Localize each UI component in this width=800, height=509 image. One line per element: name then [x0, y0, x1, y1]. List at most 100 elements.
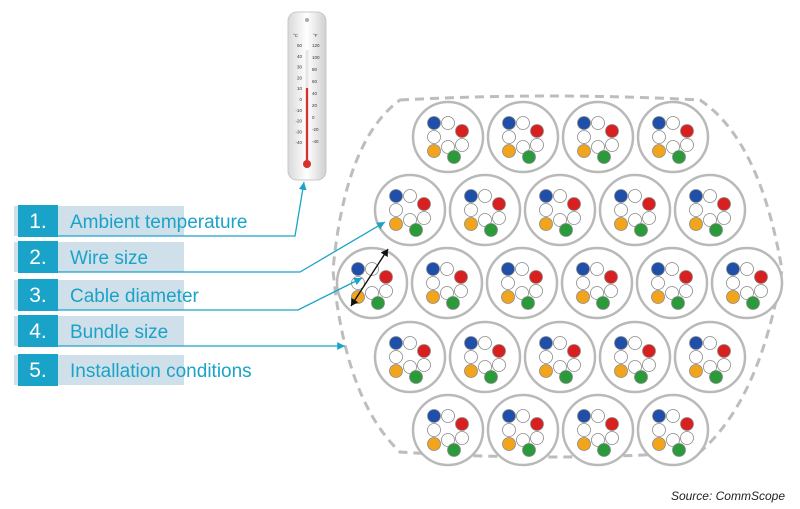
- wire-conductor: [447, 150, 461, 164]
- wire-conductor: [478, 189, 492, 203]
- wire-conductor: [576, 276, 590, 290]
- fahrenheit-unit: °F: [313, 33, 318, 38]
- wire-conductor: [516, 409, 530, 423]
- wire-conductor: [389, 350, 403, 364]
- wire-conductor: [605, 138, 619, 152]
- wire-conductor: [492, 358, 506, 372]
- wire-conductor: [680, 124, 694, 138]
- wire-conductor: [577, 144, 591, 158]
- wire-conductor: [478, 360, 492, 374]
- wire-conductor: [478, 213, 492, 227]
- wire-conductor: [409, 370, 423, 384]
- factor-number: 1.: [29, 210, 47, 233]
- wire-conductor: [679, 284, 693, 298]
- factor-number-badge: [18, 205, 58, 237]
- wire-conductor: [666, 409, 680, 423]
- wire-conductor: [379, 270, 393, 284]
- cable-jacket: [410, 246, 484, 320]
- wire-conductor: [502, 116, 516, 130]
- wire-conductor: [614, 189, 628, 203]
- factor-label: Bundle size: [70, 322, 168, 343]
- wire-conductor: [539, 217, 553, 231]
- cable-jacket: [710, 246, 784, 320]
- wire-conductor: [680, 431, 694, 445]
- factor-label: Ambient temperature: [70, 212, 247, 233]
- wire-conductor: [501, 276, 515, 290]
- wire-conductor: [652, 409, 666, 423]
- source-credit: Source: CommScope: [671, 489, 785, 503]
- wire-conductor: [539, 350, 553, 364]
- wire-conductor: [703, 213, 717, 227]
- wire-conductor: [680, 417, 694, 431]
- wire-conductor: [679, 270, 693, 284]
- cable-cross-section-icon: [673, 173, 747, 247]
- wire-conductor: [614, 364, 628, 378]
- cable-cross-section-icon: [485, 246, 559, 320]
- wire-conductor: [642, 344, 656, 358]
- celsius-tick-label: -40: [295, 140, 302, 145]
- wire-conductor: [576, 262, 590, 276]
- wire-conductor: [577, 409, 591, 423]
- wire-conductor: [689, 203, 703, 217]
- wire-conductor: [666, 140, 680, 154]
- wire-conductor: [553, 336, 567, 350]
- wire-conductor: [642, 197, 656, 211]
- wire-conductor: [502, 423, 516, 437]
- cable-cross-section-icon: [411, 393, 485, 467]
- cable-jacket: [635, 246, 709, 320]
- factor-number-badge: [18, 279, 58, 311]
- wire-conductor: [502, 409, 516, 423]
- cable-cross-section-icon: [636, 100, 710, 174]
- wire-conductor: [726, 262, 740, 276]
- wire-conductor: [604, 284, 618, 298]
- wire-conductor: [441, 433, 455, 447]
- wire-conductor: [666, 433, 680, 447]
- fahrenheit-tick-label: 0: [312, 115, 315, 120]
- cable-jacket: [335, 246, 409, 320]
- factor-row: 2.Wire size: [14, 241, 184, 273]
- wire-conductor: [634, 223, 648, 237]
- wire-conductor: [417, 344, 431, 358]
- wire-conductor: [665, 286, 679, 300]
- wire-conductor: [628, 336, 642, 350]
- wire-conductor: [403, 213, 417, 227]
- wire-conductor: [529, 284, 543, 298]
- wire-conductor: [539, 336, 553, 350]
- wire-conductor: [754, 270, 768, 284]
- wire-conductor: [703, 360, 717, 374]
- cable-cross-section-icon: [448, 320, 522, 394]
- celsius-unit: °C: [293, 33, 299, 38]
- wire-conductor: [709, 370, 723, 384]
- cable-cross-section-icon: [636, 393, 710, 467]
- wire-conductor: [530, 417, 544, 431]
- wire-conductor: [455, 417, 469, 431]
- wire-conductor: [478, 336, 492, 350]
- wire-conductor: [455, 431, 469, 445]
- wire-conductor: [427, 130, 441, 144]
- cable-cross-section-icon: [523, 320, 597, 394]
- wire-conductor: [597, 150, 611, 164]
- wire-conductor: [652, 437, 666, 451]
- wire-conductor: [522, 150, 536, 164]
- wire-conductor: [426, 290, 440, 304]
- cable-cross-section-icon: [411, 100, 485, 174]
- wire-conductor: [597, 443, 611, 457]
- connectors: [18, 181, 389, 350]
- cable-jacket: [485, 246, 559, 320]
- wire-conductor: [614, 217, 628, 231]
- celsius-tick-label: 20: [297, 75, 303, 80]
- wire-conductor: [502, 130, 516, 144]
- wire-conductor: [539, 203, 553, 217]
- wire-conductor: [427, 144, 441, 158]
- wire-conductor: [502, 437, 516, 451]
- connector-ambient-temperature: [18, 181, 307, 237]
- wire-conductor: [492, 211, 506, 225]
- factor-label: Cable diameter: [70, 286, 200, 307]
- wire-conductor: [501, 290, 515, 304]
- wire-conductor: [371, 296, 385, 310]
- wire-conductor: [440, 262, 454, 276]
- wire-conductor: [426, 262, 440, 276]
- celsius-tick-label: -30: [295, 129, 302, 134]
